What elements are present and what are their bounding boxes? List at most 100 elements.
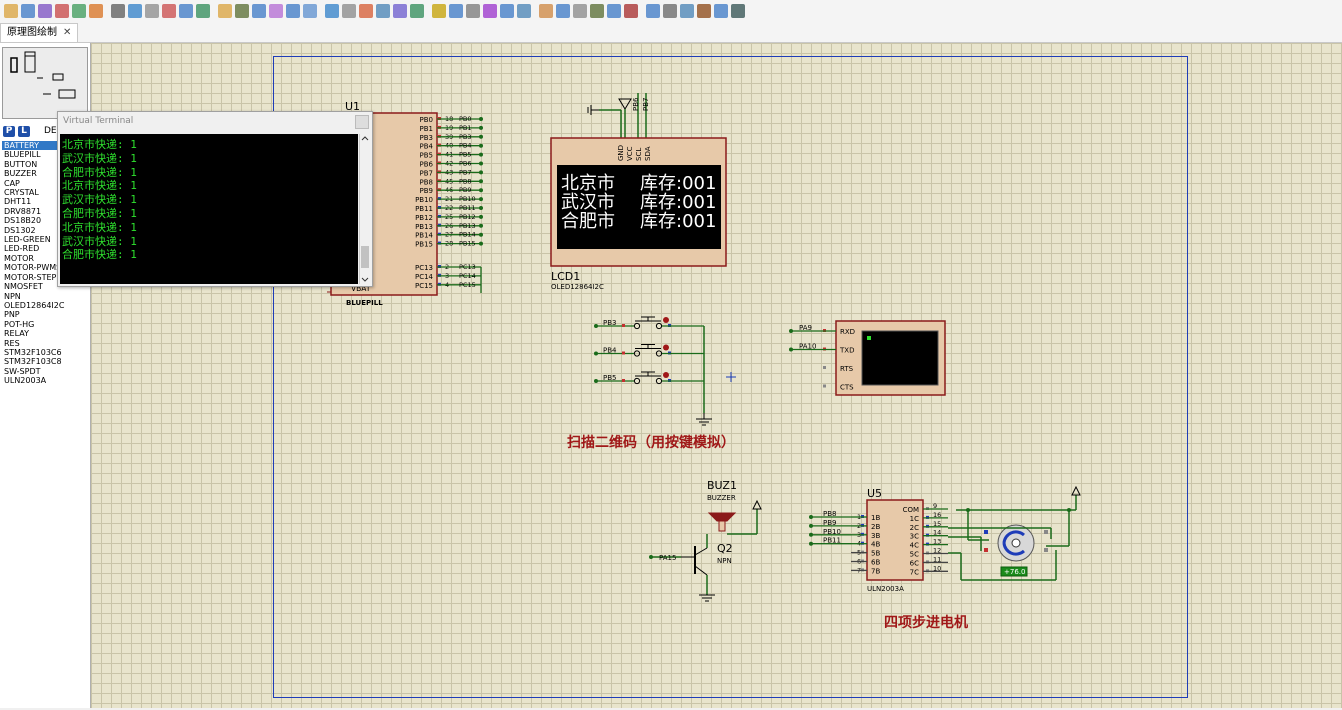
toolbar-tool-icon[interactable] [680, 4, 694, 18]
push-button[interactable]: PB4 [594, 344, 704, 357]
toolbar-tool-icon[interactable] [89, 4, 103, 18]
toolbar-tool-icon[interactable] [432, 4, 446, 18]
pick-device-button[interactable]: P [3, 126, 15, 137]
u1-pin-terminal[interactable] [479, 125, 483, 130]
toolbar-tool-icon[interactable] [196, 4, 210, 18]
toolbar-tool-icon[interactable] [624, 4, 638, 18]
toolbar-tool-icon[interactable] [21, 4, 35, 18]
toolbar-tool-icon[interactable] [376, 4, 390, 18]
toolbar-tool-icon[interactable] [286, 4, 300, 18]
device-list-item[interactable]: CRYSTAL [4, 188, 39, 198]
toolbar-tool-icon[interactable] [303, 4, 317, 18]
terminal-close-button[interactable] [355, 115, 369, 129]
device-list-item[interactable]: MOTOR-PWMS [4, 263, 62, 273]
close-icon[interactable]: ✕ [63, 27, 72, 38]
oled-display[interactable]: PB6 PB7 GND VCC SCL SDA 北京市库存:001武汉市库存:0… [550, 93, 727, 267]
device-list-item[interactable]: RELAY [4, 329, 29, 339]
u1-pin-terminal[interactable] [479, 214, 483, 219]
device-list-item[interactable]: BUTTON [4, 159, 38, 169]
toolbar-tool-icon[interactable] [663, 4, 677, 18]
tab-schematic[interactable]: 原理图绘制✕ [0, 23, 79, 42]
toolbar-tool-icon[interactable] [466, 4, 480, 18]
u1-pin-terminal[interactable] [479, 134, 483, 139]
toolbar-tool-icon[interactable] [38, 4, 52, 18]
u1-pin-terminal[interactable] [479, 188, 483, 193]
device-list-item[interactable]: DS1302 [4, 225, 36, 235]
u1-pin-terminal[interactable] [479, 241, 483, 246]
toolbar-tool-icon[interactable] [269, 4, 283, 18]
u1-pin-terminal[interactable] [479, 197, 483, 202]
device-list-item[interactable]: DHT11 [4, 197, 32, 207]
toolbar-tool-icon[interactable] [342, 4, 356, 18]
u1-pin-terminal[interactable] [479, 179, 483, 184]
device-list-item[interactable]: CAP [4, 178, 20, 188]
library-button[interactable]: L [18, 126, 30, 137]
toolbar-tool-icon[interactable] [111, 4, 125, 18]
toolbar-tool-icon[interactable] [607, 4, 621, 18]
toolbar-tool-icon[interactable] [483, 4, 497, 18]
u1-pin-terminal[interactable] [479, 117, 483, 121]
device-list-item[interactable]: DS18B20 [4, 216, 42, 226]
device-list-item[interactable]: DRV8871 [4, 206, 42, 216]
toolbar-tool-icon[interactable] [72, 4, 86, 18]
device-list-item[interactable]: ULN2003A [4, 376, 47, 386]
device-list-item[interactable]: STM32F103C6 [4, 347, 62, 357]
toolbar-tool-icon[interactable] [590, 4, 604, 18]
u1-pin-terminal[interactable] [479, 161, 483, 166]
device-list-item[interactable]: POT-HG [4, 319, 35, 329]
device-list-item[interactable]: PNP [4, 310, 20, 320]
toolbar-tool-icon[interactable] [179, 4, 193, 18]
u1-pin-terminal[interactable] [479, 152, 483, 157]
device-list-item[interactable]: NMOSFET [4, 282, 43, 292]
u5-body[interactable] [866, 499, 924, 581]
toolbar-tool-icon[interactable] [539, 4, 553, 18]
device-list-item[interactable]: BUZZER [4, 169, 37, 179]
toolbar-tool-icon[interactable] [410, 4, 424, 18]
device-list-item[interactable]: RES [4, 338, 20, 348]
toolbar-tool-icon[interactable] [218, 4, 232, 18]
device-list-item[interactable]: LED-GREEN [4, 235, 51, 245]
u1-pin-terminal[interactable] [479, 143, 483, 148]
toolbar-tool-icon[interactable] [573, 4, 587, 18]
toolbar-tool-icon[interactable] [55, 4, 69, 18]
device-list-item[interactable]: MOTOR-STEP [4, 272, 57, 282]
u1-pin-terminal[interactable] [479, 223, 483, 228]
toolbar-tool-icon[interactable] [500, 4, 514, 18]
push-button[interactable]: PB5 [594, 371, 704, 385]
toolbar-tool-icon[interactable] [393, 4, 407, 18]
toolbar-tool-icon[interactable] [556, 4, 570, 18]
toolbar-tool-icon[interactable] [449, 4, 463, 18]
device-list-item[interactable]: OLED12864I2C [4, 300, 65, 310]
toolbar-tool-icon[interactable] [697, 4, 711, 18]
stepper-motor[interactable]: +76.0 [948, 485, 1081, 581]
device-list-item[interactable]: NPN [4, 291, 21, 301]
push-button[interactable]: PB3 [594, 316, 704, 330]
scrollbar-thumb[interactable] [361, 246, 369, 268]
u1-pin-terminal[interactable] [479, 232, 483, 237]
toolbar-tool-icon[interactable] [517, 4, 531, 18]
device-list-item[interactable]: SW-SPDT [4, 366, 41, 376]
buzzer-symbol[interactable] [706, 499, 762, 548]
toolbar-tool-icon[interactable] [235, 4, 249, 18]
toolbar-tool-icon[interactable] [731, 4, 745, 18]
toolbar-tool-icon[interactable] [128, 4, 142, 18]
device-list-item[interactable]: MOTOR [4, 253, 34, 263]
toolbar-tool-icon[interactable] [162, 4, 176, 18]
device-list-item[interactable]: LED-RED [4, 244, 40, 254]
u1-pin-terminal[interactable] [479, 170, 483, 175]
toolbar-tool-icon[interactable] [325, 4, 339, 18]
toolbar-tool-icon[interactable] [359, 4, 373, 18]
device-list-item[interactable]: STM32F103C8 [4, 357, 62, 367]
device-list-item[interactable]: BATTERY [2, 141, 86, 151]
device-list-item[interactable]: BLUEPILL [4, 150, 41, 160]
toolbar-tool-icon[interactable] [646, 4, 660, 18]
terminal-scrollbar[interactable] [359, 134, 370, 284]
toolbar-tool-icon[interactable] [252, 4, 266, 18]
toolbar-tool-icon[interactable] [4, 4, 18, 18]
u1-pin-terminal[interactable] [479, 206, 483, 210]
toolbar-tool-icon[interactable] [145, 4, 159, 18]
toolbar-tool-icon[interactable] [714, 4, 728, 18]
